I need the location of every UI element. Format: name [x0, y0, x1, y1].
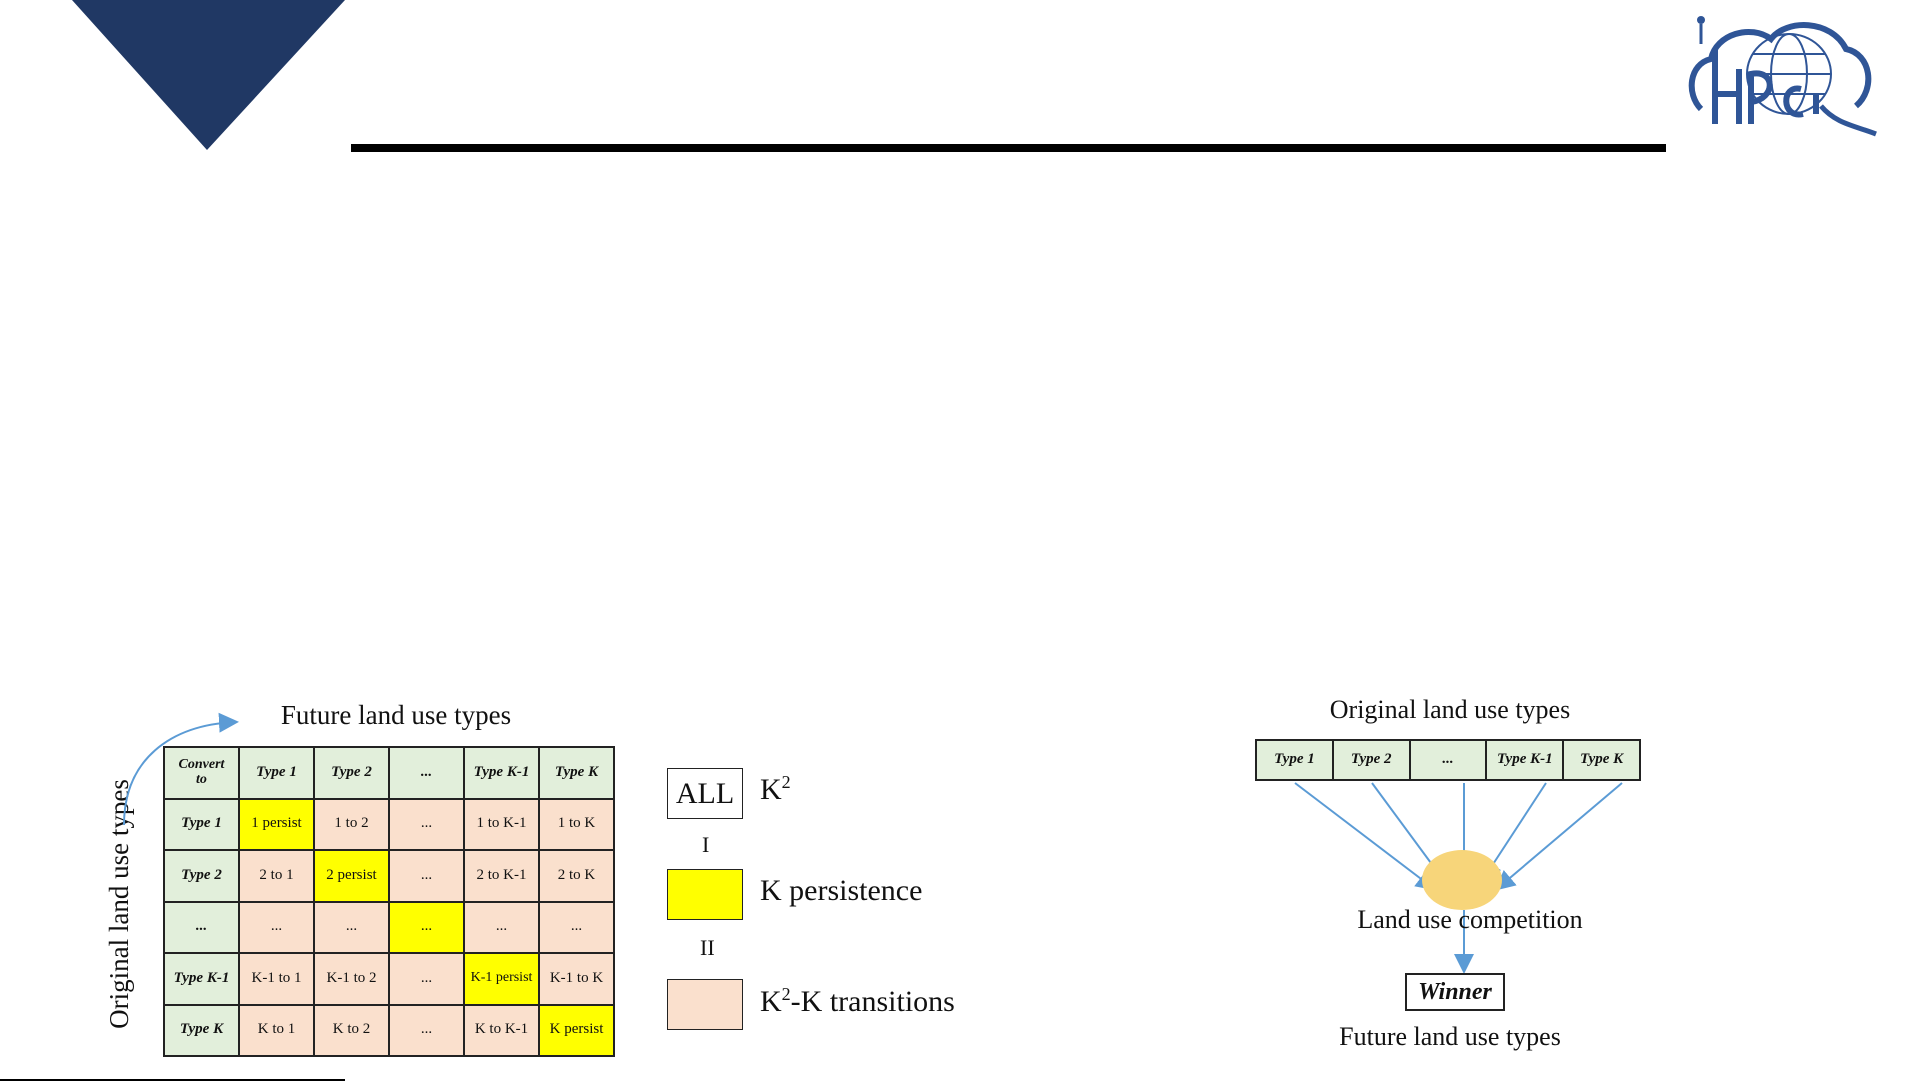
matrix-cell-r0-c0: Convert to [164, 747, 239, 799]
matrix-cell-r5-c0: Type K [164, 1004, 239, 1056]
matrix-cell-r3-c1: ... [239, 901, 314, 953]
legend-persistence-text: K persistence [760, 874, 923, 907]
matrix-cell-r3-c3: ... [389, 901, 464, 953]
matrix-cell-r1-c0: Type 1 [164, 798, 239, 850]
competition-type-4: Type K [1563, 740, 1640, 780]
competition-ellipse [1422, 850, 1502, 910]
matrix-cell-r0-c1: Type 1 [239, 747, 314, 799]
legend-minus-sign: I [702, 832, 710, 857]
competition-future-title: Future land use types [1339, 1022, 1561, 1051]
legend-k: K [760, 773, 782, 806]
legend-all-box: ALL [667, 768, 743, 819]
matrix-cell-r1-c5: 1 to K [539, 798, 614, 850]
matrix-cell-r4-c3: ... [389, 953, 464, 1005]
header-triangle [72, 0, 345, 150]
winner-box: Winner [1405, 973, 1505, 1011]
matrix-cell-r2-c2: 2 persist [314, 850, 389, 902]
matrix-cell-r2-c3: ... [389, 850, 464, 902]
matrix-cell-r2-c1: 2 to 1 [239, 850, 314, 902]
matrix-future-title: Future land use types [280, 700, 512, 730]
matrix-cell-r2-c5: 2 to K [539, 850, 614, 902]
matrix-cell-r2-c0: Type 2 [164, 850, 239, 902]
legend-persistence-swatch [667, 869, 743, 920]
matrix-cell-r0-c5: Type K [539, 747, 614, 799]
footer-rule [0, 1079, 345, 1081]
matrix-cell-r0-c3: ... [389, 747, 464, 799]
matrix-cell-r4-c4: K-1 persist [464, 953, 539, 1005]
matrix-cell-r5-c1: K to 1 [239, 1004, 314, 1056]
competition-type-0: Type 1 [1256, 740, 1333, 780]
matrix-cell-r3-c4: ... [464, 901, 539, 953]
matrix-cell-r5-c3: ... [389, 1004, 464, 1056]
competition-type-1: Type 2 [1332, 740, 1410, 780]
matrix-cell-r2-c4: 2 to K-1 [464, 850, 539, 902]
legend-all-text: K2 [760, 772, 791, 807]
matrix-cell-r1-c2: 1 to 2 [314, 798, 389, 850]
title-underline [351, 144, 1666, 152]
matrix-cell-r4-c1: K-1 to 1 [239, 953, 314, 1005]
legend-transition-text: K2-K transitions [760, 984, 955, 1019]
matrix-cell-r5-c5: K persist [539, 1004, 614, 1056]
matrix-cell-r3-c0: ... [164, 901, 239, 953]
competition-label: Land use competition [1357, 905, 1583, 934]
legend-k-sup: 2 [781, 772, 791, 792]
legend-trans-rest: -K transitions [790, 985, 955, 1018]
legend-trans-k: K [760, 985, 782, 1018]
matrix-cell-r5-c2: K to 2 [314, 1004, 389, 1056]
legend-equals-sign: II [700, 935, 715, 960]
legend-transition-swatch [667, 979, 743, 1030]
hpcil-logo [1688, 16, 1877, 137]
curved-arrow-icon [123, 712, 239, 826]
competition-original-title: Original land use types [1329, 695, 1571, 724]
matrix-cell-r4-c2: K-1 to 2 [314, 953, 389, 1005]
matrix-cell-r5-c4: K to K-1 [464, 1004, 539, 1056]
matrix-cell-r0-c2: Type 2 [314, 747, 389, 799]
matrix-cell-r4-c0: Type K-1 [164, 953, 239, 1005]
matrix-cell-r1-c1: 1 persist [239, 798, 314, 850]
matrix-cell-r0-c4: Type K-1 [464, 747, 539, 799]
matrix-cell-r1-c4: 1 to K-1 [464, 798, 539, 850]
matrix-cell-r1-c3: ... [389, 798, 464, 850]
matrix-cell-r3-c2: ... [314, 901, 389, 953]
matrix-cell-r4-c5: K-1 to K [539, 953, 614, 1005]
legend-trans-sup: 2 [781, 984, 791, 1004]
matrix-cell-r3-c5: ... [539, 901, 614, 953]
competition-type-2: ... [1409, 740, 1487, 780]
competition-type-3: Type K-1 [1486, 740, 1564, 780]
